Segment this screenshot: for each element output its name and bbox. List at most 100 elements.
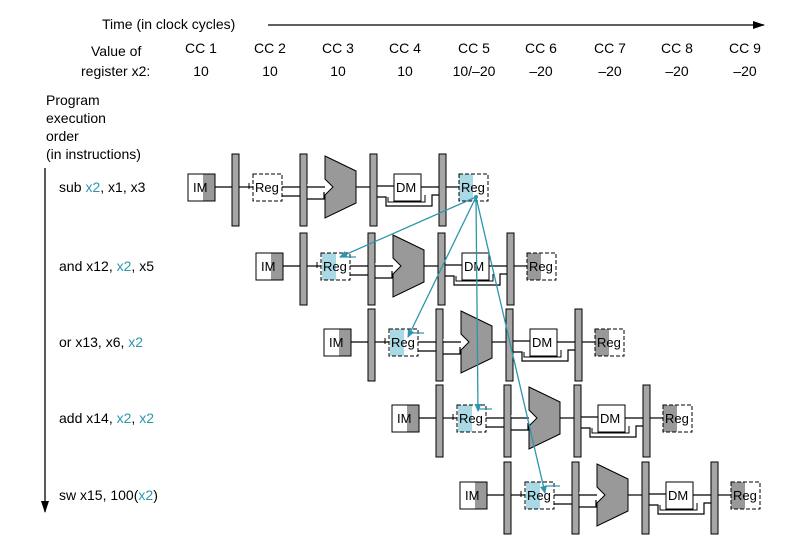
- reg-write-shade-row5: [731, 482, 745, 509]
- reg-write-label-row5: Reg: [733, 488, 757, 503]
- bar-memwb-row3: [574, 308, 583, 382]
- im-shade-row2: [271, 253, 283, 280]
- wire-dm-bypass-outer-row5: [649, 502, 711, 515]
- alu-input-white-row3: [443, 336, 462, 341]
- dm-box-row4: [597, 404, 626, 433]
- wire-alu-bypass-row3: [443, 347, 461, 355]
- reg-read-label-row4: Reg: [459, 411, 483, 426]
- reg-write-border-row5: [730, 481, 761, 510]
- dependency-arrow-2: [407, 196, 477, 338]
- reg-read-label-row3: Reg: [391, 335, 415, 350]
- time-axis-label: Time (in clock cycles): [102, 16, 236, 32]
- alu-input-white-row1: [307, 181, 326, 186]
- dependency-arrow-4: [475, 196, 547, 494]
- alu-row2: [392, 234, 425, 298]
- wire-alu-bypass-row1: [307, 192, 325, 200]
- instruction-1: sub x2, x1, x3: [59, 179, 146, 195]
- dependency-source-dot: [474, 195, 478, 199]
- x2-value-cc-9: –20: [733, 63, 757, 79]
- reg-read-border-row4: [456, 404, 487, 433]
- cc-label-3: CC 3: [322, 40, 354, 56]
- instruction-2: and x12, x2, x5: [59, 258, 154, 274]
- reg-read-highlight-row3: [390, 329, 404, 356]
- wire-alu-bypass-row5: [579, 500, 597, 508]
- bar-idex-row2: [367, 232, 376, 306]
- order-label-line3: order: [46, 128, 79, 144]
- im-label-row1: IM: [193, 180, 207, 195]
- reg-read-label-row1: Reg: [255, 180, 279, 195]
- bar-memwb-row1: [438, 153, 447, 227]
- reg-read-highlight-row4: [458, 405, 472, 432]
- x2-value-cc-8: –20: [665, 63, 689, 79]
- bar-idex-row4: [503, 384, 512, 458]
- dependency-arrow-3: [474, 196, 482, 412]
- wire-dm-bypass-inner-row3: [523, 350, 562, 358]
- reg-write-border-row1: [458, 173, 489, 202]
- reg-write-shade-row1: [459, 174, 473, 201]
- x2-value-cc-3: 10: [330, 63, 346, 79]
- wire-alu-bypass-row2: [375, 271, 393, 279]
- bar-idex-row5: [571, 461, 580, 535]
- reg-read-border-row1: [252, 173, 283, 202]
- dm-label-row5: DM: [668, 488, 688, 503]
- register-value-label-line1: Value of: [91, 43, 142, 59]
- cc-label-6: CC 6: [525, 40, 557, 56]
- bar-memwb-row4: [642, 384, 651, 458]
- x2-value-cc-7: –20: [598, 63, 622, 79]
- alu-row3: [460, 310, 493, 374]
- cc-label-1: CC 1: [185, 40, 217, 56]
- bar-idex-row1: [299, 153, 308, 227]
- wire-dm-bypass-inner-row5: [659, 503, 698, 511]
- bar-ifid-row3: [367, 308, 376, 382]
- dm-label-row1: DM: [396, 180, 416, 195]
- register-value-label-line2: register x2:: [81, 63, 151, 79]
- alu-row5: [596, 463, 629, 527]
- bar-ifid-row4: [435, 384, 444, 458]
- reg-write-border-row4: [662, 404, 693, 433]
- reg-write-label-row2: Reg: [529, 259, 553, 274]
- im-shade-row4: [407, 405, 419, 432]
- reg-write-border-row3: [594, 328, 625, 357]
- reg-read-border-row3: [388, 328, 419, 357]
- dm-label-row2: DM: [464, 259, 484, 274]
- bar-exmem-row4: [573, 384, 582, 458]
- im-shade-row5: [475, 482, 487, 509]
- reg-write-label-row1: Reg: [461, 180, 485, 195]
- order-label-line1: Program: [46, 92, 100, 108]
- reg-write-label-row4: Reg: [665, 411, 689, 426]
- im-border-row4: [391, 404, 420, 433]
- reg-read-highlight-row5: [526, 482, 540, 509]
- cc-label-2: CC 2: [254, 40, 286, 56]
- instruction-5: sw x15, 100(x2): [59, 487, 158, 503]
- order-label-line2: execution: [46, 110, 106, 126]
- im-border-row5: [459, 481, 488, 510]
- im-label-row3: IM: [329, 335, 343, 350]
- alu-input-white-row2: [375, 260, 394, 265]
- dm-box-row1: [393, 173, 422, 202]
- cc-label-9: CC 9: [729, 40, 761, 56]
- alu-row1: [324, 155, 357, 219]
- bar-ifid-row2: [299, 232, 308, 306]
- im-label-row2: IM: [261, 259, 275, 274]
- reg-write-border-row2: [526, 252, 557, 281]
- im-shade-row3: [339, 329, 351, 356]
- x2-value-cc-1: 10: [193, 63, 209, 79]
- x2-value-cc-6: –20: [529, 63, 553, 79]
- bar-idex-row3: [435, 308, 444, 382]
- bar-ifid-row1: [231, 153, 240, 227]
- wire-dm-bypass-outer-row4: [581, 425, 643, 438]
- dependency-arrow-1: [339, 196, 477, 258]
- wire-dm-bypass-inner-row1: [387, 195, 426, 203]
- order-label-line4: (in instructions): [46, 146, 141, 162]
- bar-memwb-row2: [506, 232, 515, 306]
- alu-input-white-row4: [511, 412, 530, 417]
- dm-box-row3: [529, 328, 558, 357]
- instruction-3: or x13, x6, x2: [59, 334, 144, 350]
- reg-read-border-row2: [320, 252, 351, 281]
- x2-value-cc-2: 10: [262, 63, 278, 79]
- reg-read-label-row5: Reg: [527, 488, 551, 503]
- reg-read-right-row1: [268, 174, 282, 201]
- bar-memwb-row5: [710, 461, 719, 535]
- instruction-4: add x14, x2, x2: [59, 410, 154, 426]
